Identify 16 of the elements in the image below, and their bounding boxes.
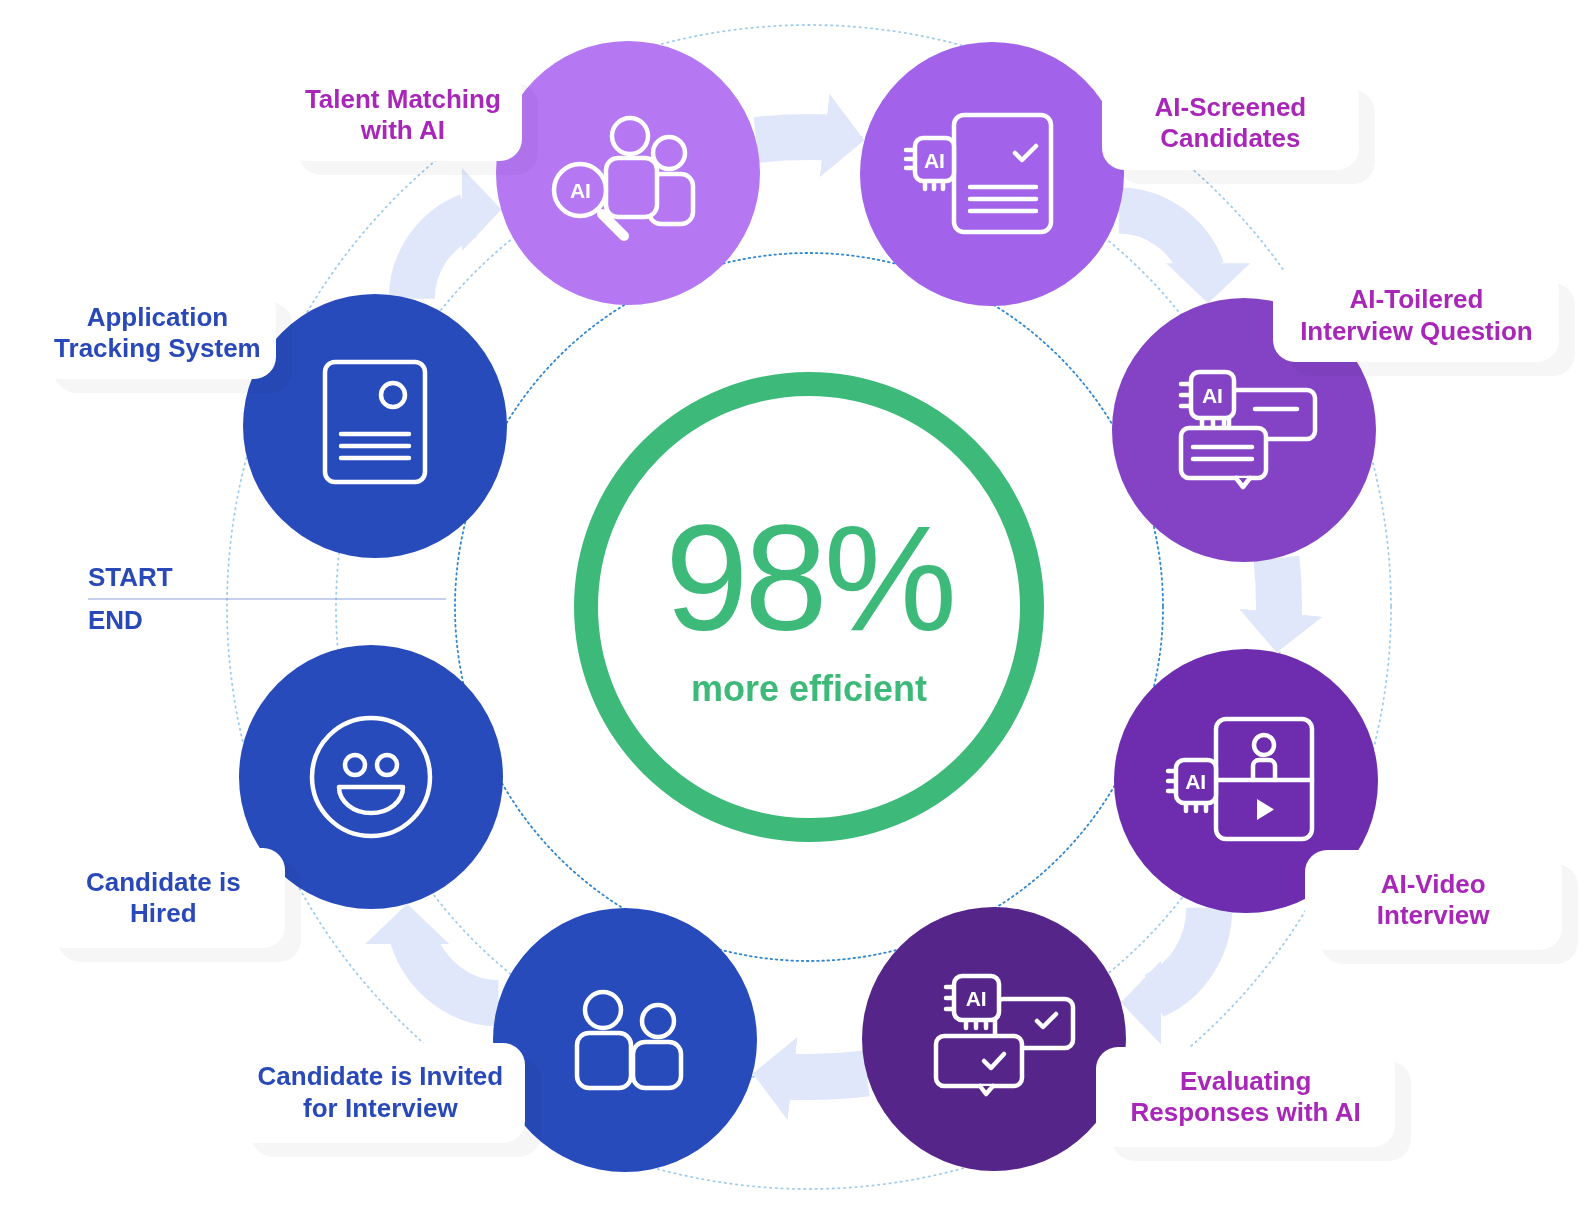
stat-value: 98% (664, 503, 954, 654)
chip-label: AI (1185, 770, 1207, 792)
stat-caption: more efficient (690, 667, 928, 711)
chip-label: AI (569, 179, 591, 201)
step-label: AI-Toilered Interview Question (1273, 269, 1560, 363)
step-label: Evaluating Responses with AI (1096, 1047, 1396, 1147)
step-label: AI-Video Interview (1304, 849, 1562, 950)
stat-ring (574, 372, 1044, 842)
chip-label: AI (923, 149, 945, 171)
flow-arrow (1237, 556, 1322, 655)
chip-label: AI (965, 988, 987, 1009)
boundary-label: END (88, 605, 143, 637)
chip-label: AI (1201, 384, 1223, 406)
flow-arrow (388, 170, 504, 301)
flow-arrow (1119, 906, 1233, 1042)
boundary-label: START (88, 562, 173, 594)
